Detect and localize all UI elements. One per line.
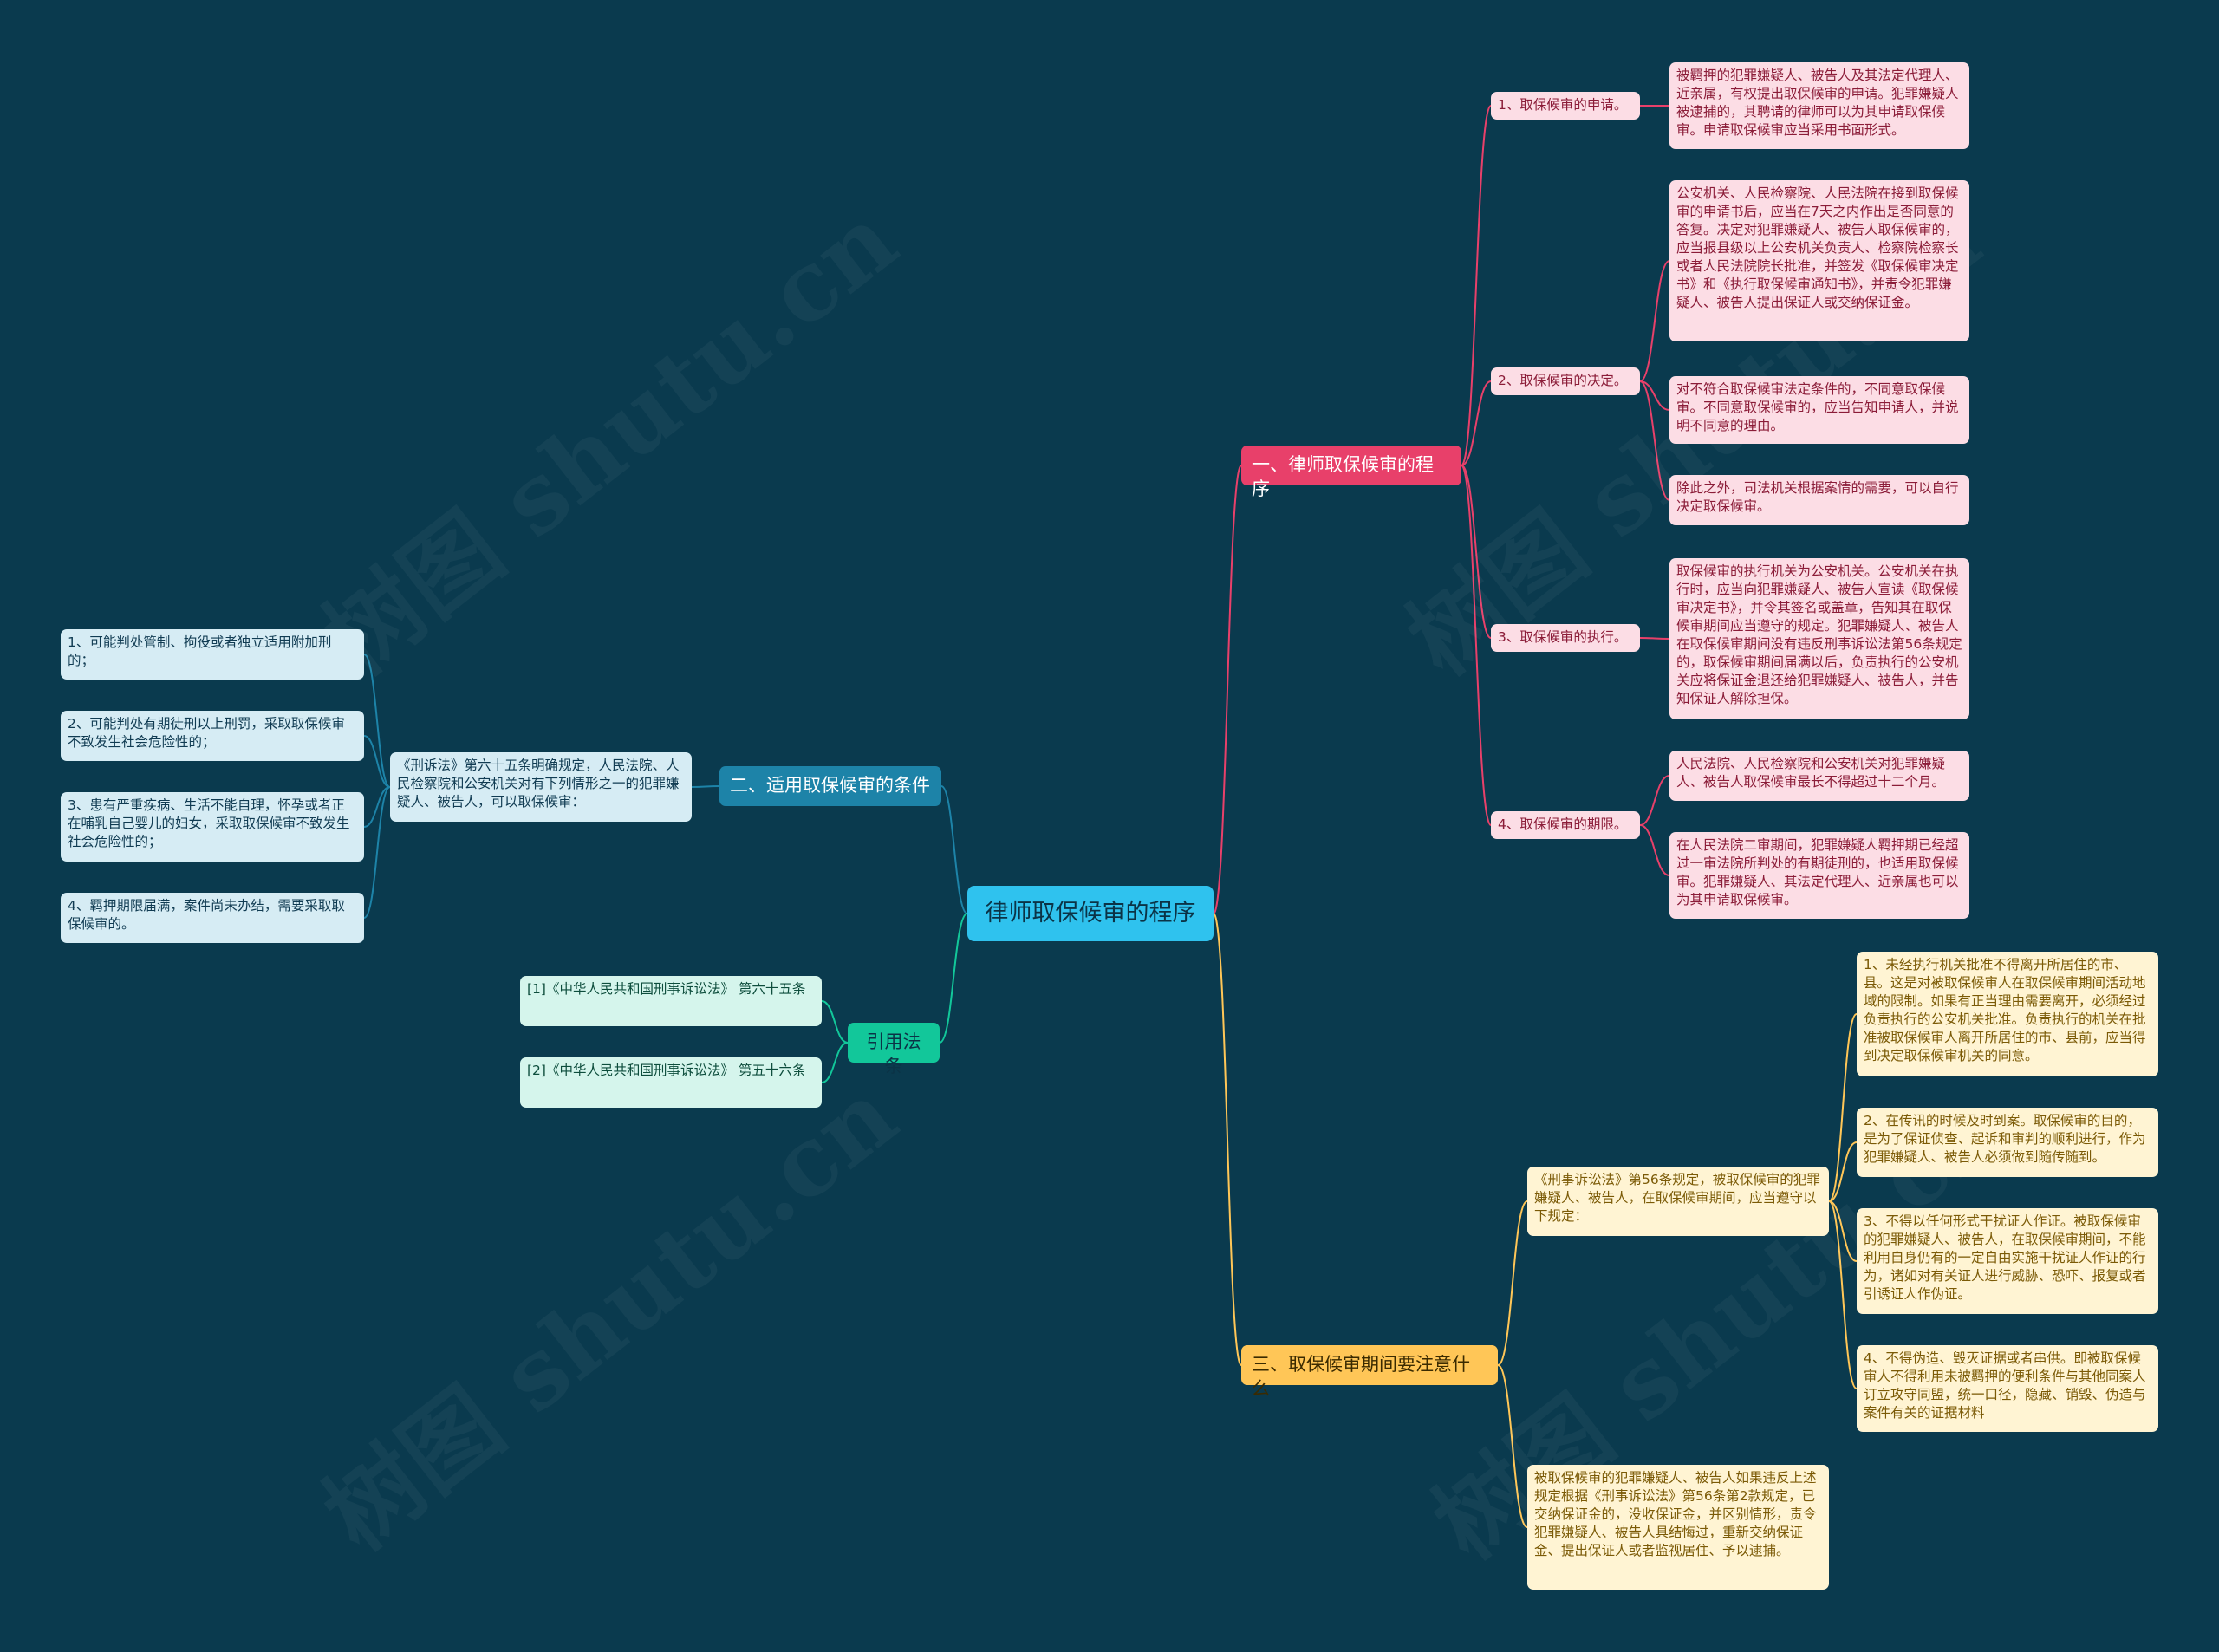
connector-line <box>1213 465 1242 914</box>
procedure-detail: 除此之外，司法机关根据案情的需要，可以自行决定取保候审。 <box>1669 475 1969 525</box>
procedure-detail: 取保候审的执行机关为公安机关。公安机关在执行时，应当向犯罪嫌疑人、被告人宣读《取… <box>1669 558 1969 719</box>
connector-line <box>691 785 720 788</box>
connector-line <box>821 1042 849 1083</box>
precaution-item: 4、不得伪造、毁灭证据或者串供。即被取保候审人不得利用未被羁押的便利条件与其他同… <box>1857 1345 2158 1432</box>
precaution-item: 3、不得以任何形式干扰证人作证。被取保候审的犯罪嫌疑人、被告人，在取保候审期间，… <box>1857 1208 2158 1314</box>
connector-line <box>1828 1200 1858 1389</box>
connector-line <box>363 654 391 788</box>
procedure-detail: 公安机关、人民检察院、人民法院在接到取保候审的申请书后，应当在7天之内作出是否同… <box>1669 180 1969 341</box>
connector-line <box>1497 1200 1528 1366</box>
precautions-note: 被取保候审的犯罪嫌疑人、被告人如果违反上述规定根据《刑事诉讼法》第56条第2款规… <box>1527 1465 1829 1590</box>
condition-item: 2、可能判处有期徒刑以上刑罚，采取取保候审不致发生社会危险性的； <box>61 711 364 761</box>
connector-line <box>363 786 391 828</box>
precaution-item: 1、未经执行机关批准不得离开所居住的市、县。这是对被取保候审人在取保候审期间活动… <box>1857 952 2158 1076</box>
procedure-detail: 在人民法院二审期间，犯罪嫌疑人羁押期已经超过一审法院所判处的有期徒刑的，也适用取… <box>1669 832 1969 919</box>
branch-procedure[interactable]: 一、律师取保候审的程序 <box>1241 446 1461 499</box>
connector-line <box>1639 380 1670 411</box>
connector-line <box>940 785 968 914</box>
connector-line <box>1461 465 1492 826</box>
connector-line <box>1461 380 1492 466</box>
root-topic[interactable]: 律师取保候审的程序 <box>967 886 1214 941</box>
citation-item[interactable]: [1]《中华人民共和国刑事诉讼法》 第六十五条 <box>520 976 822 1026</box>
branch-citations[interactable]: 引用法条 <box>848 1023 940 1076</box>
branch-precautions[interactable]: 三、取保候审期间要注意什么 <box>1241 1345 1498 1399</box>
connector-line <box>1461 105 1492 466</box>
connector-line <box>1213 913 1242 1366</box>
connector-line <box>363 735 391 788</box>
conditions-intro: 《刑诉法》第六十五条明确规定，人民法院、人民检察院和公安机关对有下列情形之一的犯… <box>390 752 692 822</box>
connector-line <box>821 1000 849 1044</box>
precautions-intro: 《刑事诉讼法》第56条规定，被取保候审的犯罪嫌疑人、被告人，在取保候审期间，应当… <box>1527 1167 1829 1236</box>
connector-line <box>1639 775 1670 826</box>
connector-line <box>1497 1364 1528 1528</box>
connector-line <box>1639 637 1670 640</box>
procedure-detail: 被羁押的犯罪嫌疑人、被告人及其法定代理人、近亲属，有权提出取保候审的申请。犯罪嫌… <box>1669 62 1969 149</box>
connector-line <box>1461 465 1492 639</box>
procedure-detail: 对不符合取保候审法定条件的，不同意取保候审。不同意取保候审的，应当告知申请人，并… <box>1669 376 1969 444</box>
connector-line <box>1828 1141 1858 1202</box>
condition-item: 4、羁押期限届满，案件尚未办结，需要采取取保候审的。 <box>61 893 364 943</box>
connector-line <box>1828 1200 1858 1262</box>
connector-line <box>1639 824 1670 876</box>
condition-item: 3、患有严重疾病、生活不能自理，怀孕或者正在哺乳自己婴儿的妇女，采取取保候审不致… <box>61 792 364 862</box>
procedure-item-execution[interactable]: 3、取保候审的执行。 <box>1491 624 1640 652</box>
precaution-item: 2、在传讯的时候及时到案。取保候审的目的，是为了保证侦查、起诉和审判的顺利进行，… <box>1857 1108 2158 1177</box>
connector-line <box>939 913 968 1044</box>
procedure-detail: 人民法院、人民检察院和公安机关对犯罪嫌疑人、被告人取保候审最长不得超过十二个月。 <box>1669 751 1969 801</box>
connector-line <box>1639 260 1670 382</box>
condition-item: 1、可能判处管制、拘役或者独立适用附加刑的； <box>61 629 364 680</box>
procedure-item-application[interactable]: 1、取保候审的申请。 <box>1491 92 1640 120</box>
connector-line <box>1828 1013 1858 1202</box>
branch-conditions[interactable]: 二、适用取保候审的条件 <box>719 766 941 806</box>
procedure-item-term[interactable]: 4、取保候审的期限。 <box>1491 811 1640 839</box>
connector-line <box>1639 380 1670 501</box>
connector-line <box>363 786 391 919</box>
procedure-item-decision[interactable]: 2、取保候审的决定。 <box>1491 367 1640 395</box>
citation-item[interactable]: [2]《中华人民共和国刑事诉讼法》 第五十六条 <box>520 1057 822 1108</box>
